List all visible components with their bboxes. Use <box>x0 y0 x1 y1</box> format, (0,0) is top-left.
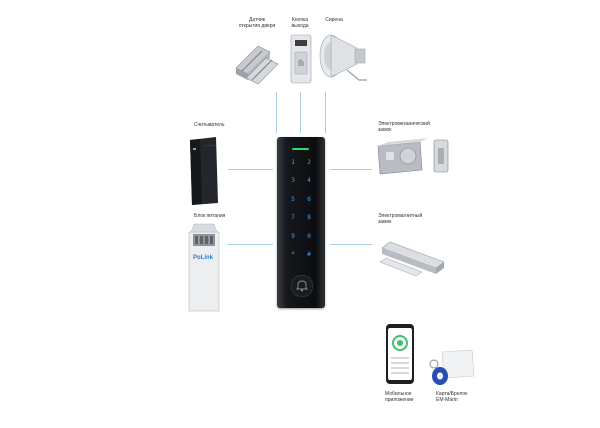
doorbell-button[interactable] <box>291 275 313 297</box>
key-9[interactable]: 9 <box>291 233 295 240</box>
power-supply-brand: PoLink <box>193 255 214 261</box>
key-2[interactable]: 2 <box>307 159 311 166</box>
connector-electromech-lock <box>330 169 372 170</box>
smartphone-device <box>385 323 415 385</box>
magnetic-lock-device <box>378 234 448 280</box>
magnetic-lock-label: Электромагнитный замок <box>378 213 423 225</box>
connector-reader <box>228 169 273 170</box>
access-keypad-panel: 1 2 3 4 5 6 7 8 9 0 * # <box>277 137 325 308</box>
key-3[interactable]: 3 <box>291 177 295 184</box>
key-8[interactable]: 8 <box>307 214 311 221</box>
door-sensor-label: Датчик открытия двери <box>238 17 276 29</box>
key-5[interactable]: 5 <box>291 196 295 203</box>
connector-door-sensor <box>276 92 277 133</box>
status-led <box>292 148 309 150</box>
siren-device <box>317 30 371 86</box>
card-and-fob-device <box>424 348 476 388</box>
key-star[interactable]: * <box>291 251 295 258</box>
siren-label: Сирена <box>325 17 343 23</box>
power-supply-device: PoLink <box>188 222 220 312</box>
door-sensor-device <box>232 38 282 86</box>
key-4[interactable]: 4 <box>307 177 311 184</box>
connector-exit-button <box>300 92 301 133</box>
key-0[interactable]: 0 <box>307 233 311 240</box>
reader-label: Считыватель <box>194 122 225 128</box>
electromech-lock-label: Электромеханический замок <box>378 121 430 133</box>
key-6[interactable]: 6 <box>307 196 311 203</box>
electromech-lock-device <box>376 136 452 176</box>
key-1[interactable]: 1 <box>291 159 295 166</box>
connector-power-supply <box>228 244 273 245</box>
power-supply-label: Блок питания <box>194 213 226 219</box>
reader-device <box>188 136 220 206</box>
bell-icon <box>295 280 309 292</box>
cards-label: Карта/Брелок EM-Marin <box>436 391 468 403</box>
connector-magnetic-lock <box>330 244 372 245</box>
mobile-app-label: Мобильное приложение <box>385 391 414 403</box>
key-hash[interactable]: # <box>307 251 311 258</box>
connector-siren <box>325 92 326 133</box>
exit-button-device <box>289 34 313 84</box>
key-7[interactable]: 7 <box>291 214 295 221</box>
exit-button-label: Кнопка выхода <box>291 17 309 29</box>
